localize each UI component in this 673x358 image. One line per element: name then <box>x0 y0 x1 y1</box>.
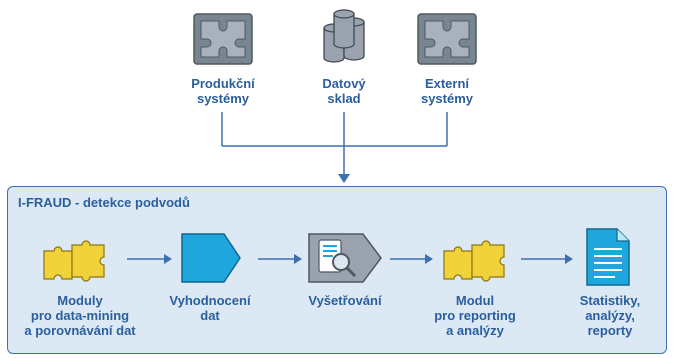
panel-title: I-FRAUD - detekce podvodů <box>18 195 190 210</box>
source-label-production: Produkční systémy <box>191 76 255 106</box>
stage-label-reporting: Modul pro reporting a analýzy <box>434 293 516 338</box>
puzzle-icon <box>417 13 477 65</box>
source-label-warehouse: Datový sklad <box>322 76 366 106</box>
database-icon <box>323 9 365 63</box>
tag-shape-icon <box>181 233 241 283</box>
stage-label-data-mining: Moduly pro data-mining a porovnávání dat <box>24 293 136 338</box>
stage-label-statistics: Statistiky, analýzy, reporty <box>579 293 641 338</box>
stage-label-evaluation: Vyhodnocení dat <box>169 293 251 323</box>
stage-label-investigation: Vyšetřování <box>308 293 382 308</box>
source-connectors <box>221 112 448 183</box>
source-label-external: Externí systémy <box>420 76 474 106</box>
report-document-icon <box>586 228 630 286</box>
puzzle-icon <box>43 240 105 282</box>
investigation-icon <box>308 233 382 283</box>
puzzle-icon <box>193 13 253 65</box>
puzzle-icon <box>443 240 505 282</box>
